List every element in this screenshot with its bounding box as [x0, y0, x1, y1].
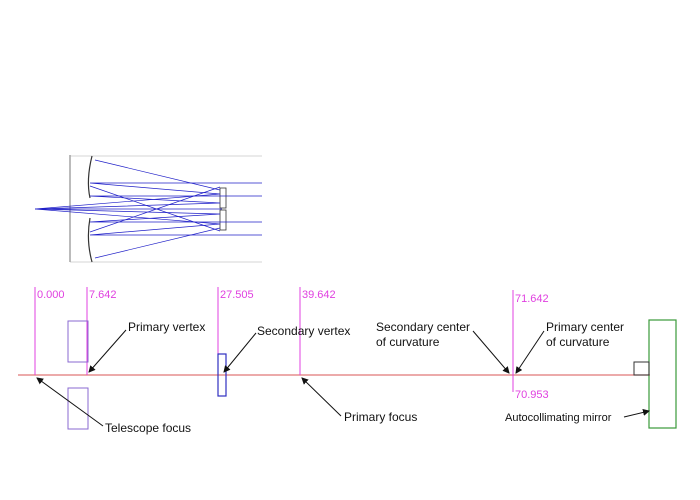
label-primary-center-line2: of curvature	[546, 335, 610, 349]
dim-0: 0.000	[37, 289, 65, 301]
secondary-mirror	[217, 353, 227, 397]
primary-mirror-upper	[87, 155, 93, 199]
leader-primary-center	[515, 330, 545, 374]
dimension-ticks	[34, 287, 514, 392]
primary-mirror-lower	[87, 217, 93, 263]
dim-4: 71.642	[515, 293, 549, 305]
leader-telescope-focus	[36, 377, 104, 427]
autocollimating-mirror-mount	[633, 361, 650, 376]
label-primary-focus: Primary focus	[344, 410, 417, 424]
leader-primary-focus	[301, 377, 342, 417]
leader-autocollimating-mirror	[623, 408, 650, 418]
leader-primary-vertex	[88, 329, 127, 373]
leader-secondary-vertex	[223, 332, 257, 373]
autocollimating-mirror	[648, 319, 677, 429]
dim-1: 7.642	[89, 289, 117, 301]
leader-lines	[36, 329, 650, 427]
label-autocollimating-mirror: Autocollimating mirror	[505, 412, 612, 424]
inset-secondary-mirror-upper	[219, 187, 227, 209]
inset-secondary-mirror-lower	[219, 209, 227, 231]
label-primary-center-line1: Primary center	[546, 320, 624, 334]
leader-secondary-center	[472, 330, 510, 374]
telescope-focus-box-lower	[67, 387, 89, 430]
label-telescope-focus: Telescope focus	[105, 421, 191, 435]
label-secondary-vertex: Secondary vertex	[257, 324, 350, 338]
telescope-focus-box-upper	[67, 320, 89, 363]
light-rays	[34, 159, 262, 259]
dim-2: 27.505	[220, 289, 254, 301]
dim-3: 39.642	[302, 289, 336, 301]
label-secondary-center-line1: Secondary center	[376, 320, 470, 334]
label-primary-vertex: Primary vertex	[128, 320, 205, 334]
dim-5: 70.953	[515, 389, 549, 401]
telescope-raytrace-inset	[34, 155, 262, 263]
label-secondary-center-line2: of curvature	[376, 335, 440, 349]
